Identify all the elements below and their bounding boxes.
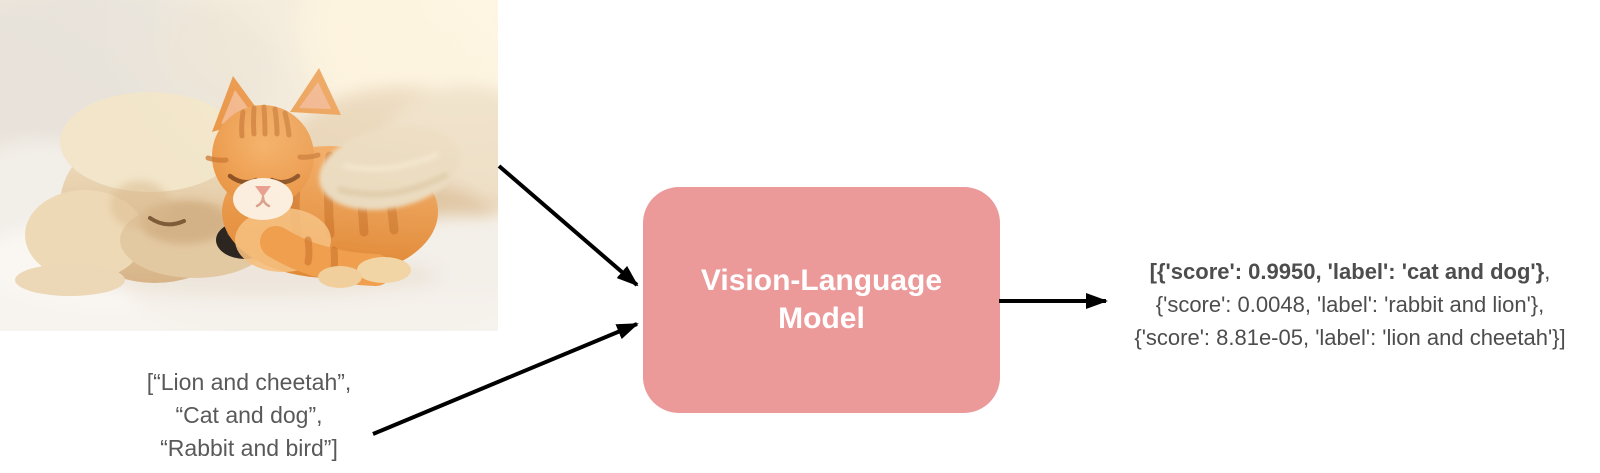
- arrow-labels-to-model: [372, 322, 639, 436]
- input-photo-dog-and-kitten: [0, 0, 498, 331]
- arrow-image-to-model: [497, 164, 639, 287]
- candidate-labels-line: [“Lion and cheetah”,: [146, 369, 352, 395]
- warm-light-overlay: [0, 0, 498, 331]
- vision-language-model-box: Vision-Language Model: [643, 187, 1000, 413]
- candidate-labels-list: [“Lion and cheetah”, “Cat and dog”, “Rab…: [93, 366, 405, 465]
- model-output-scores: [{'score': 0.9950, 'label': 'cat and dog…: [1088, 255, 1600, 354]
- output-line-2: {'score': 0.0048, 'label': 'rabbit and l…: [1155, 292, 1545, 317]
- output-line-1: [{'score': 0.9950, 'label': 'cat and dog…: [1149, 259, 1551, 284]
- model-label: Vision-Language Model: [700, 264, 943, 335]
- candidate-labels-line: “Cat and dog”,: [175, 402, 323, 428]
- candidate-labels-line: “Rabbit and bird”]: [160, 435, 338, 461]
- output-line-3: {'score': 8.81e-05, 'label': 'lion and c…: [1134, 325, 1566, 350]
